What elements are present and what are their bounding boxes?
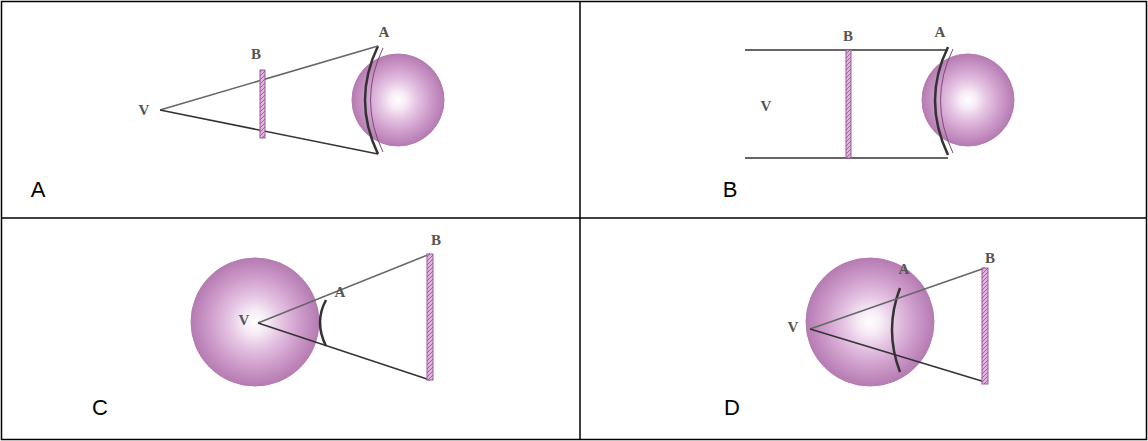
point-label: V bbox=[788, 320, 799, 335]
panel-letter-holder: D bbox=[724, 397, 740, 419]
point-label: B bbox=[843, 29, 853, 44]
sight-line bbox=[258, 323, 430, 380]
point-label-holder: B bbox=[985, 249, 995, 267]
panel-letter: B bbox=[723, 179, 738, 201]
point-label: V bbox=[239, 313, 250, 328]
panel-letter: D bbox=[724, 397, 740, 419]
point-label: V bbox=[761, 99, 772, 114]
point-label-holder: B bbox=[431, 231, 441, 249]
point-label-holder: A bbox=[379, 23, 390, 41]
panel-letter-holder: C bbox=[92, 397, 108, 419]
object-bar bbox=[260, 70, 265, 138]
point-label-holder: V bbox=[139, 101, 150, 119]
sphere bbox=[806, 258, 934, 386]
point-label-holder: V bbox=[761, 97, 772, 115]
object-bar bbox=[846, 50, 851, 158]
sight-line bbox=[810, 329, 985, 382]
panel-letter-holder: A bbox=[31, 179, 46, 201]
point-label-holder: B bbox=[251, 45, 261, 63]
sight-line bbox=[160, 46, 378, 110]
arc-image bbox=[935, 47, 948, 155]
sight-line bbox=[810, 268, 985, 329]
arc-image bbox=[320, 300, 326, 346]
object-bar bbox=[427, 254, 433, 380]
point-label: A bbox=[935, 25, 946, 40]
point-label: B bbox=[251, 47, 261, 62]
point-label: A bbox=[379, 25, 390, 40]
point-label: A bbox=[335, 285, 346, 300]
point-label-holder: A bbox=[935, 23, 946, 41]
point-label-holder: A bbox=[335, 283, 346, 301]
point-label-holder: A bbox=[899, 260, 910, 278]
panel-letter: C bbox=[92, 397, 108, 419]
table-divider bbox=[2, 217, 1147, 219]
point-label: A bbox=[899, 262, 910, 277]
panel-letter-holder: B bbox=[723, 179, 738, 201]
point-label-holder: V bbox=[788, 318, 799, 336]
panel-letter: A bbox=[31, 179, 46, 201]
point-label-holder: B bbox=[843, 27, 853, 45]
sight-line bbox=[160, 110, 378, 154]
arc-image bbox=[371, 48, 384, 152]
arc-image bbox=[365, 46, 378, 154]
point-label: V bbox=[139, 103, 150, 118]
point-label: B bbox=[985, 251, 995, 266]
table-divider bbox=[579, 2, 581, 440]
point-label: B bbox=[431, 233, 441, 248]
point-label-holder: V bbox=[239, 311, 250, 329]
arc-image bbox=[941, 49, 954, 153]
sight-line bbox=[258, 254, 430, 323]
object-bar bbox=[982, 268, 988, 384]
sphere bbox=[191, 258, 319, 386]
